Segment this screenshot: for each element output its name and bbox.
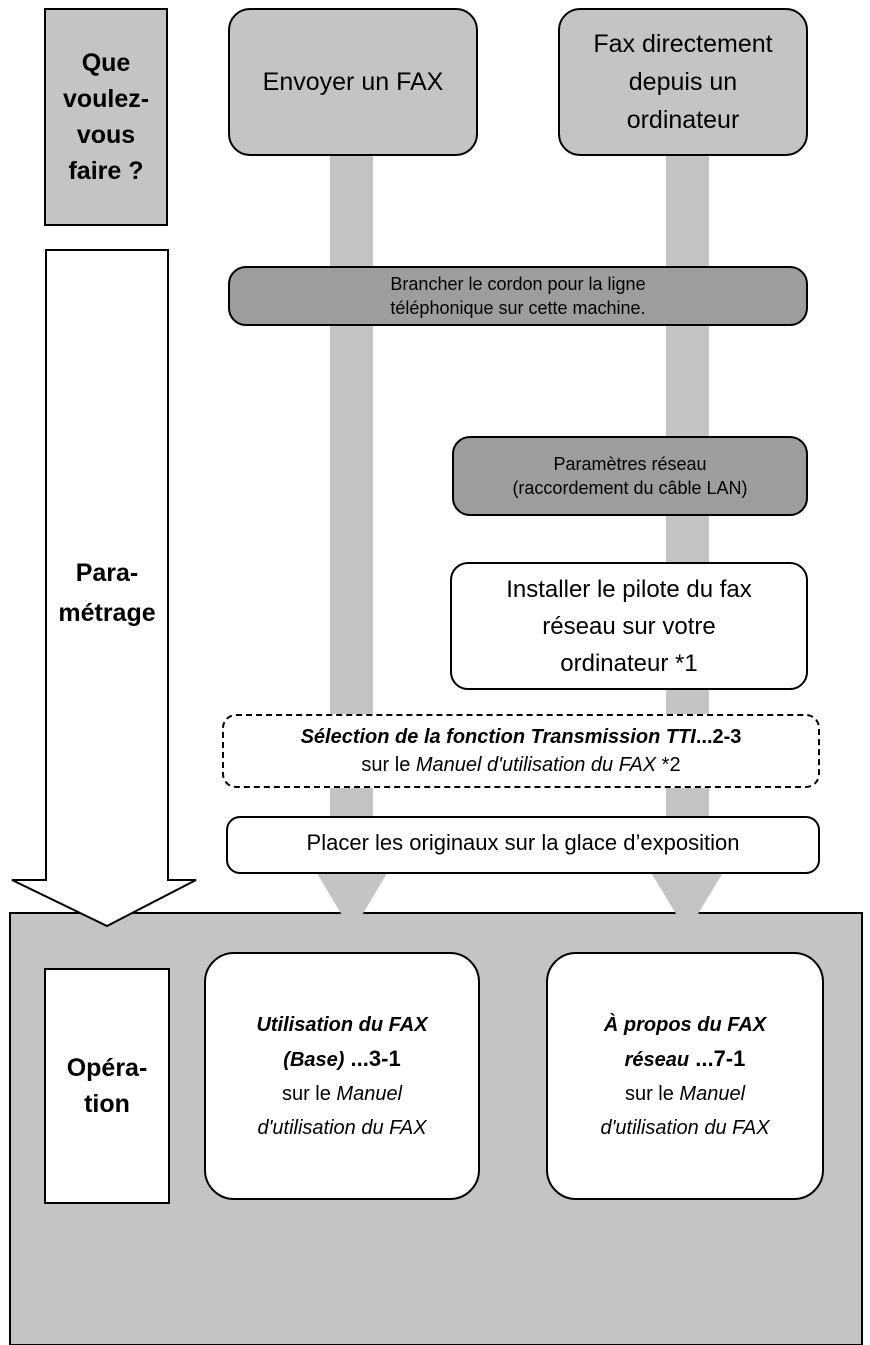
question-line-4: faire ? [68, 157, 144, 185]
setup-label: Para- métrage [48, 548, 166, 638]
fax-basic-title: Utilisation du FAX [256, 1013, 428, 1036]
step-tti-transmission: Sélection de la fonction Transmission TT… [222, 714, 820, 788]
fax-basic-manual-1: Manuel [336, 1082, 403, 1105]
fax-basic-line-2: (Base) ...3-1 [283, 1042, 400, 1077]
setup-line-2: métrage [58, 599, 156, 627]
tti-line-2: sur le Manuel d'utilisation du FAX *2 [361, 751, 680, 779]
step-network-settings: Paramètres réseau (raccordement du câble… [452, 436, 808, 516]
fax-basic-ref: ...3-1 [344, 1045, 401, 1071]
network-fax-ref: ...7-1 [689, 1045, 746, 1071]
question-box: Que voulez- vous faire ? [44, 8, 168, 226]
operation-label-box: Opéra- tion [44, 968, 170, 1204]
choice-send-fax: Envoyer un FAX [228, 8, 478, 156]
setup-line-1: Para- [75, 559, 139, 587]
network-fax-subtitle: réseau [624, 1048, 690, 1071]
step-place-originals: Placer les originaux sur la glace d’expo… [226, 816, 820, 874]
question-line-3: vous [76, 121, 136, 149]
network-fax-prefix: sur le [624, 1082, 680, 1105]
question-line-2: voulez- [62, 85, 150, 113]
install-driver-line-2: réseau sur votre [542, 612, 716, 640]
place-originals-label: Placer les originaux sur la glace d’expo… [306, 830, 740, 855]
step-connect-cord: Brancher le cordon pour la ligne télépho… [228, 266, 808, 326]
tti-title: Sélection de la fonction Transmission TT… [300, 726, 696, 748]
tti-note: *2 [656, 754, 681, 776]
operation-line-2: tion [84, 1090, 130, 1118]
connect-cord-line-2: téléphonique sur cette machine. [390, 298, 646, 318]
choice-send-fax-label: Envoyer un FAX [262, 68, 444, 96]
fax-basic-prefix: sur le [281, 1082, 337, 1105]
tti-line-1: Sélection de la fonction Transmission TT… [301, 723, 742, 751]
choice-computer-line-2: depuis un [628, 68, 738, 96]
operation-network-fax: À propos du FAX réseau ...7-1 sur le Man… [546, 952, 824, 1200]
connect-cord-line-1: Brancher le cordon pour la ligne [390, 274, 646, 294]
fax-basic-line-3: sur le Manuel [282, 1077, 402, 1111]
network-settings-line-1: Paramètres réseau [553, 454, 707, 474]
operation-line-1: Opéra- [66, 1054, 148, 1082]
install-driver-line-1: Installer le pilote du fax [506, 575, 752, 603]
fax-basic-manual-2: d'utilisation du FAX [257, 1116, 427, 1139]
fax-basic-subtitle: (Base) [283, 1048, 345, 1071]
network-fax-title: À propos du FAX [603, 1013, 767, 1036]
step-install-driver: Installer le pilote du fax réseau sur vo… [450, 562, 808, 690]
choice-computer-line-1: Fax directement [593, 30, 773, 58]
network-fax-line-2: réseau ...7-1 [625, 1042, 746, 1077]
tti-manual: Manuel d'utilisation du FAX [415, 754, 657, 776]
setup-arrow [11, 249, 197, 928]
operation-fax-basic: Utilisation du FAX (Base) ...3-1 sur le … [204, 952, 480, 1200]
network-fax-manual-1: Manuel [679, 1082, 746, 1105]
tti-prefix: sur le [361, 754, 416, 776]
tti-ref: ...2-3 [695, 726, 742, 748]
choice-computer-line-3: ordinateur [626, 106, 740, 134]
network-fax-line-3: sur le Manuel [625, 1077, 745, 1111]
choice-fax-from-computer: Fax directement depuis un ordinateur [558, 8, 808, 156]
network-settings-line-2: (raccordement du câble LAN) [512, 478, 748, 498]
install-driver-line-3: ordinateur *1 [560, 649, 698, 677]
network-fax-manual-2: d'utilisation du FAX [600, 1116, 770, 1139]
question-line-1: Que [81, 49, 131, 77]
